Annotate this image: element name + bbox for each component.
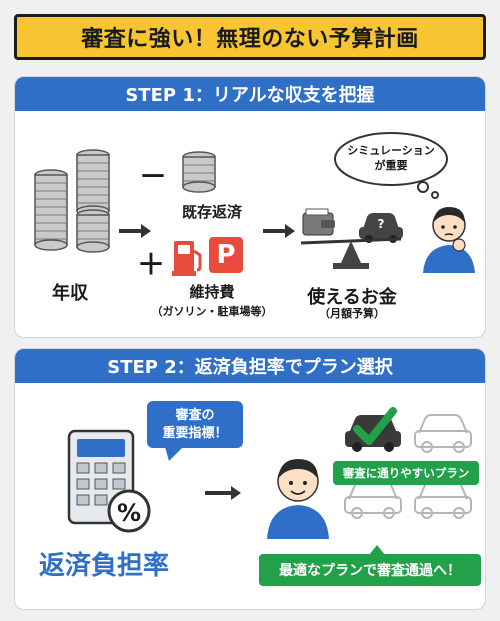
usable-money-label: 使えるお金 — [307, 287, 397, 308]
car-outline-3 — [414, 480, 472, 519]
important-indicator-bubble: 審査の 重要指標！ — [147, 401, 243, 449]
person-icon — [267, 459, 329, 539]
arrow-right-icon-3 — [205, 486, 241, 500]
arrow-right-icon-2 — [263, 224, 295, 238]
step2-heading: STEP 2：返済負担率でプラン選択 — [15, 349, 485, 383]
car-options-icon — [344, 407, 472, 519]
thought-bubble-text: シミュレーション が重要 — [339, 143, 443, 174]
maintenance-label: 維持費 — [189, 283, 235, 301]
wallet-icon — [302, 208, 335, 236]
bubble-line-1: 審査の — [175, 408, 215, 423]
easy-plan-tag: 審査に通りやすいプラン — [333, 461, 479, 485]
parking-icon: P — [209, 237, 243, 273]
page-title: 審査に強い！無理のない予算計画 — [14, 14, 486, 60]
car-outline-1 — [414, 414, 472, 453]
bubble-line-2: 重要指標！ — [162, 425, 228, 441]
best-plan-label: 最適なプランで審査通過へ！ — [279, 563, 461, 579]
balance-scale-icon: ? — [300, 208, 403, 269]
thought-bubble-icon — [334, 132, 448, 199]
maintenance-sub-label: （ガソリン・駐車場等） — [151, 305, 273, 318]
page-title-text: 審査に強い！無理のない予算計画 — [81, 27, 419, 52]
easy-plan-label: 審査に通りやすいプラン — [342, 466, 470, 480]
percent-icon: % — [107, 493, 151, 533]
usable-money-sub-label: （月額予算） — [319, 307, 385, 320]
thought-line-1: シミュレーション — [347, 144, 435, 157]
existing-repay-label: 既存返済 — [181, 203, 242, 221]
repayment-ratio-label: 返済負担率 — [39, 551, 170, 581]
step2-heading-text: STEP 2：返済負担率でプラン選択 — [107, 357, 393, 378]
step1-heading-text: STEP 1：リアルな収支を把握 — [125, 85, 375, 106]
step1-heading: STEP 1：リアルな収支を把握 — [15, 77, 485, 111]
plus-sign: ＋ — [137, 248, 166, 281]
coin-stack-small-icon — [182, 151, 216, 193]
thought-line-2: が重要 — [374, 159, 408, 173]
calculator-icon — [67, 429, 151, 533]
coin-stacks-icon — [34, 149, 110, 253]
svg-text:?: ? — [378, 217, 385, 231]
tag-pointer — [369, 545, 385, 555]
bubble-tail — [165, 447, 183, 461]
step1-panel: STEP 1：リアルな収支を把握 — [14, 76, 486, 338]
minus-sign: － — [139, 160, 168, 193]
gas-pump-icon — [172, 241, 202, 276]
parking-letter: P — [216, 240, 236, 270]
best-plan-tag: 最適なプランで審査通過へ！ — [259, 554, 481, 586]
step2-panel: STEP 2：返済負担率でプラン選択 審査の 重要指標！ % 返済負担率 — [14, 348, 486, 610]
income-label: 年収 — [52, 283, 88, 304]
car-question-icon: ? — [359, 213, 403, 243]
car-outline-2 — [344, 480, 402, 519]
percent-symbol: % — [116, 499, 142, 527]
thinking-person-icon — [423, 207, 475, 273]
arrow-right-icon — [119, 224, 151, 238]
